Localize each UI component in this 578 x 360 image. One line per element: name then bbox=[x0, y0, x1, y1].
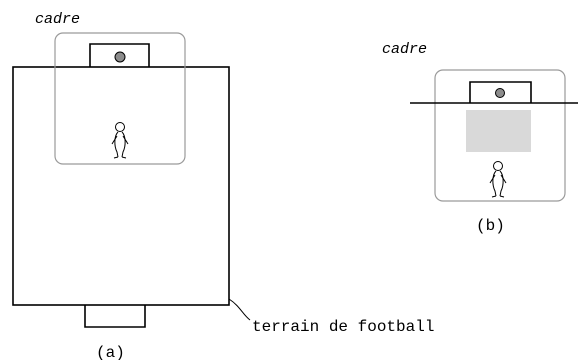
bottom-goal-icon bbox=[84, 305, 146, 328]
player-figure-icon-b bbox=[489, 161, 507, 198]
frame-label-a: cadre bbox=[35, 11, 80, 28]
camera-frame-a bbox=[54, 32, 186, 165]
football-field bbox=[12, 66, 230, 306]
ball-icon-b bbox=[495, 88, 505, 98]
player-figure-icon bbox=[111, 122, 129, 159]
caption-b: (b) bbox=[476, 217, 505, 235]
caption-a: (a) bbox=[96, 344, 125, 360]
ball-icon bbox=[114, 51, 126, 63]
camera-frame-b bbox=[434, 69, 566, 202]
field-label: terrain de football bbox=[252, 318, 434, 336]
field-label-leader bbox=[228, 298, 251, 321]
frame-label-b: cadre bbox=[382, 41, 427, 58]
top-goal-icon bbox=[89, 43, 150, 67]
goal-icon bbox=[469, 81, 532, 103]
shaded-zone bbox=[466, 110, 531, 152]
